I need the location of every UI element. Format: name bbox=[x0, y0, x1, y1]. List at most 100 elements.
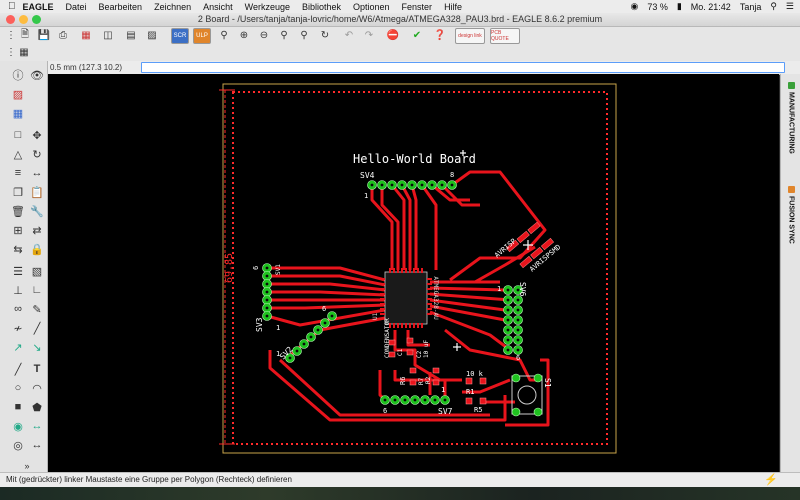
sv7-pin1-label: 1 bbox=[441, 386, 445, 394]
menu-hilfe[interactable]: Hilfe bbox=[436, 1, 462, 12]
menu-datei[interactable]: Datei bbox=[58, 1, 87, 12]
help-icon[interactable]: ❓ bbox=[433, 29, 447, 41]
menu-eagle[interactable]: EAGLE bbox=[15, 1, 54, 12]
zoom-in-icon[interactable]: ⊕ bbox=[239, 29, 249, 41]
polygon-icon[interactable]: ⬟ bbox=[32, 401, 42, 414]
ulp-button[interactable]: ULP bbox=[193, 28, 211, 44]
wrench-icon[interactable]: 🔧 bbox=[30, 205, 44, 218]
library-icon[interactable]: ▤ bbox=[126, 29, 136, 41]
atmega-chip[interactable]: ATMEGA328-AU U1 bbox=[372, 268, 439, 328]
line-icon[interactable]: ╱ bbox=[14, 363, 22, 376]
paste-icon[interactable]: 📋 bbox=[30, 186, 44, 199]
undo-icon[interactable]: ↶ bbox=[344, 29, 354, 41]
header-sv3-diagonal[interactable]: SV2 1 6 bbox=[276, 305, 337, 363]
zoom-last-icon[interactable]: ⚲ bbox=[300, 29, 308, 41]
menu-bearbeiten[interactable]: Bearbeiten bbox=[91, 1, 143, 12]
header-sv1[interactable]: 6 1 SV3 SV1 bbox=[252, 263, 282, 333]
add-icon[interactable]: ⊞ bbox=[13, 224, 23, 237]
menu-list-icon[interactable]: ☰ bbox=[785, 1, 794, 11]
search-icon[interactable]: ⚲ bbox=[770, 1, 777, 11]
switch-s1[interactable]: S1 bbox=[511, 373, 552, 417]
copy-icon[interactable]: ❐ bbox=[13, 186, 23, 199]
zoom-fit-icon[interactable]: ⚲ bbox=[220, 29, 228, 41]
meander-icon[interactable]: ≁ bbox=[13, 322, 23, 335]
smash-icon[interactable]: ⊥ bbox=[13, 284, 23, 297]
rectangle-icon[interactable]: ■ bbox=[14, 401, 22, 413]
replace-icon[interactable]: ⇄ bbox=[32, 224, 42, 237]
menu-werkzeuge[interactable]: Werkzeuge bbox=[237, 1, 290, 12]
passives[interactable]: CONDENSATOR C1 C2 10 uF R6 R7 R2 10 k R1… bbox=[384, 318, 487, 414]
clock[interactable]: Mo. 21:42 bbox=[690, 1, 731, 12]
zoom-select-icon[interactable]: ⚲ bbox=[280, 29, 288, 41]
mirror-icon[interactable]: △ bbox=[13, 148, 23, 161]
optimize-icon[interactable]: ↔ bbox=[31, 167, 43, 179]
align-icon[interactable]: ≡ bbox=[14, 167, 22, 179]
zoom-out-icon[interactable]: ⊖ bbox=[259, 29, 269, 41]
apple-icon[interactable]:  bbox=[8, 1, 16, 12]
text-icon[interactable]: T bbox=[33, 363, 41, 375]
circle-icon[interactable]: ○ bbox=[14, 382, 22, 394]
more-tools-chevron-icon[interactable]: » bbox=[24, 461, 30, 471]
go-icon[interactable]: ✔ bbox=[412, 29, 422, 41]
autoroute-icon[interactable]: ↘ bbox=[32, 341, 42, 354]
grid-icon[interactable]: ▦ bbox=[19, 46, 29, 58]
battery-percent[interactable]: 73 % bbox=[647, 1, 668, 12]
dimension-icon[interactable]: ↔ bbox=[31, 439, 43, 451]
menu-optionen[interactable]: Optionen bbox=[345, 1, 390, 12]
group-icon[interactable]: □ bbox=[14, 129, 22, 141]
zoom-window-button[interactable] bbox=[32, 15, 41, 24]
lock-icon[interactable]: 🔒 bbox=[30, 243, 44, 256]
print-icon[interactable]: ⎙ bbox=[59, 29, 67, 41]
minimize-window-button[interactable] bbox=[19, 15, 28, 24]
close-window-button[interactable] bbox=[6, 15, 15, 24]
wifi-icon[interactable]: ◉ bbox=[630, 1, 639, 11]
show-icon[interactable]: 👁 bbox=[30, 69, 44, 82]
delete-icon[interactable]: 🗑 bbox=[11, 205, 25, 218]
pcb-drawing[interactable]: 69.85 bbox=[48, 74, 779, 472]
ripup-icon[interactable]: ╱ bbox=[33, 322, 41, 335]
split-icon[interactable]: ⇆ bbox=[13, 243, 23, 256]
board-canvas[interactable]: 69.85 bbox=[48, 74, 779, 472]
move-icon[interactable]: ✥ bbox=[32, 129, 42, 142]
user-name[interactable]: Tanja bbox=[739, 1, 762, 12]
arc-icon[interactable]: ◠ bbox=[32, 382, 42, 395]
hole-icon[interactable]: ◎ bbox=[13, 439, 23, 452]
header-sv4[interactable]: SV4 1 8 bbox=[360, 171, 457, 200]
manufacturing-tab-icon bbox=[787, 82, 795, 89]
scr-button[interactable]: SCR bbox=[171, 28, 189, 44]
pcb-quote-button[interactable]: PCB QUOTE bbox=[490, 28, 520, 44]
schematic-icon[interactable]: ◫ bbox=[103, 29, 113, 41]
header-sv6[interactable]: SV6 1 6 bbox=[497, 282, 527, 362]
value-icon[interactable]: ▧ bbox=[31, 265, 43, 278]
info-icon[interactable]: ⓘ bbox=[12, 70, 24, 82]
manufacturing-icon[interactable]: ▨ bbox=[147, 29, 157, 41]
mark-icon[interactable]: ▦ bbox=[12, 107, 24, 120]
open-file-icon[interactable]: 🗎 bbox=[20, 28, 30, 40]
split-wire-icon[interactable]: ∞ bbox=[14, 303, 22, 315]
stop-icon[interactable]: ⛔ bbox=[386, 29, 400, 41]
redraw-icon[interactable]: ↻ bbox=[320, 29, 330, 41]
rotate-icon[interactable]: ↻ bbox=[32, 148, 42, 161]
menu-bibliothek[interactable]: Bibliothek bbox=[294, 1, 341, 12]
via-icon[interactable]: ◉ bbox=[13, 420, 23, 433]
save-icon[interactable]: 💾 bbox=[37, 29, 51, 41]
manufacturing-tab[interactable]: MANUFACTURING bbox=[783, 82, 799, 154]
name-icon[interactable]: ☰ bbox=[13, 265, 23, 278]
change-icon[interactable]: ✎ bbox=[32, 303, 42, 316]
header-sv7[interactable]: 6 1 SV7 bbox=[380, 386, 453, 416]
menu-zeichnen[interactable]: Zeichnen bbox=[146, 1, 191, 12]
miter-icon[interactable]: ∟ bbox=[31, 284, 43, 296]
battery-icon[interactable]: ▮ bbox=[676, 1, 682, 11]
menu-ansicht[interactable]: Ansicht bbox=[195, 1, 233, 12]
cam-icon[interactable]: ▦ bbox=[81, 29, 91, 41]
design-link-button[interactable]: design link bbox=[455, 28, 485, 44]
sv3-pin6-label: 6 bbox=[322, 305, 326, 313]
fusion-sync-tab[interactable]: FUSION SYNC bbox=[783, 186, 799, 244]
menu-fenster[interactable]: Fenster bbox=[394, 1, 433, 12]
command-line-input[interactable] bbox=[141, 62, 785, 73]
layers-icon[interactable]: ▨ bbox=[12, 88, 24, 101]
route-icon[interactable]: ↗ bbox=[13, 341, 23, 354]
lightning-icon[interactable]: ⚡ bbox=[764, 474, 778, 486]
redo-icon[interactable]: ↷ bbox=[364, 29, 374, 41]
signal-icon[interactable]: ↔ bbox=[31, 420, 43, 432]
